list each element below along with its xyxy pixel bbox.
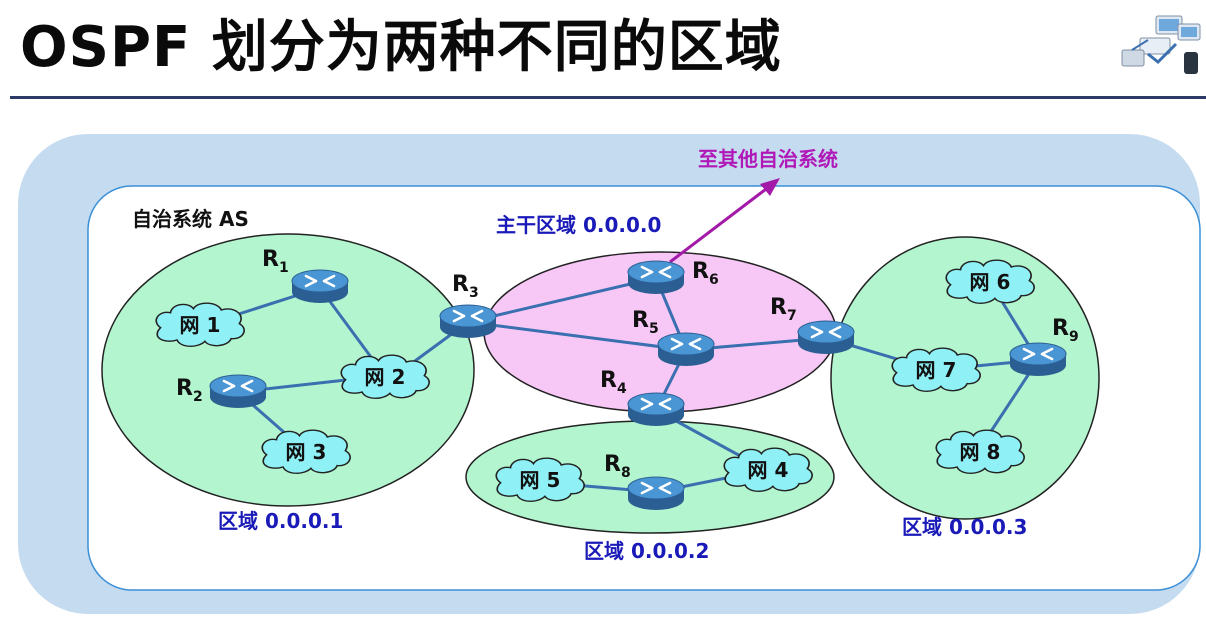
area-0001-label: 区域 0.0.0.1 [218,509,343,533]
router-r4-label: R4 [600,368,627,397]
network-6-label: 网 6 [970,270,1011,294]
network-5-label: 网 5 [520,468,561,492]
router-r4-icon [626,391,686,428]
router-r2-label: R2 [176,376,203,405]
router-r9-icon [1008,341,1068,378]
title-divider [10,96,1206,99]
router-r1-icon [290,268,350,305]
router-r8-icon [626,475,686,512]
network-logo-icon [1121,15,1201,74]
router-r6-label: R6 [692,259,719,288]
area-0002-label: 区域 0.0.0.2 [584,539,709,563]
backbone-area-label: 主干区域 0.0.0.0 [496,213,661,237]
as-label: 自治系统 AS [132,207,249,231]
router-r5-label: R5 [632,308,659,337]
network-4-label: 网 4 [748,458,789,482]
arrow-head-icon [760,178,780,196]
network-1-label: 网 1 [180,313,221,337]
router-r1-label: R1 [262,247,289,276]
router-r5-icon [656,331,716,368]
router-r7-label: R7 [770,295,797,324]
network-8-label: 网 8 [960,440,1001,464]
area-0003-label: 区域 0.0.0.3 [902,515,1027,539]
external-link-arrow [669,184,771,264]
router-r3-icon [438,303,498,340]
router-r8-label: R8 [604,452,631,481]
external-as-label: 至其他自治系统 [698,147,838,171]
router-r7-icon [796,319,856,356]
network-3-label: 网 3 [286,440,327,464]
network-7-label: 网 7 [916,358,957,382]
network-2-label: 网 2 [365,365,406,389]
area-0001-region [101,233,475,507]
router-r6-icon [626,259,686,296]
router-r3-label: R3 [452,272,479,301]
router-r2-icon [208,373,268,410]
page-title: OSPF 划分为两种不同的区域 [20,15,782,80]
router-r9-label: R9 [1052,316,1079,345]
